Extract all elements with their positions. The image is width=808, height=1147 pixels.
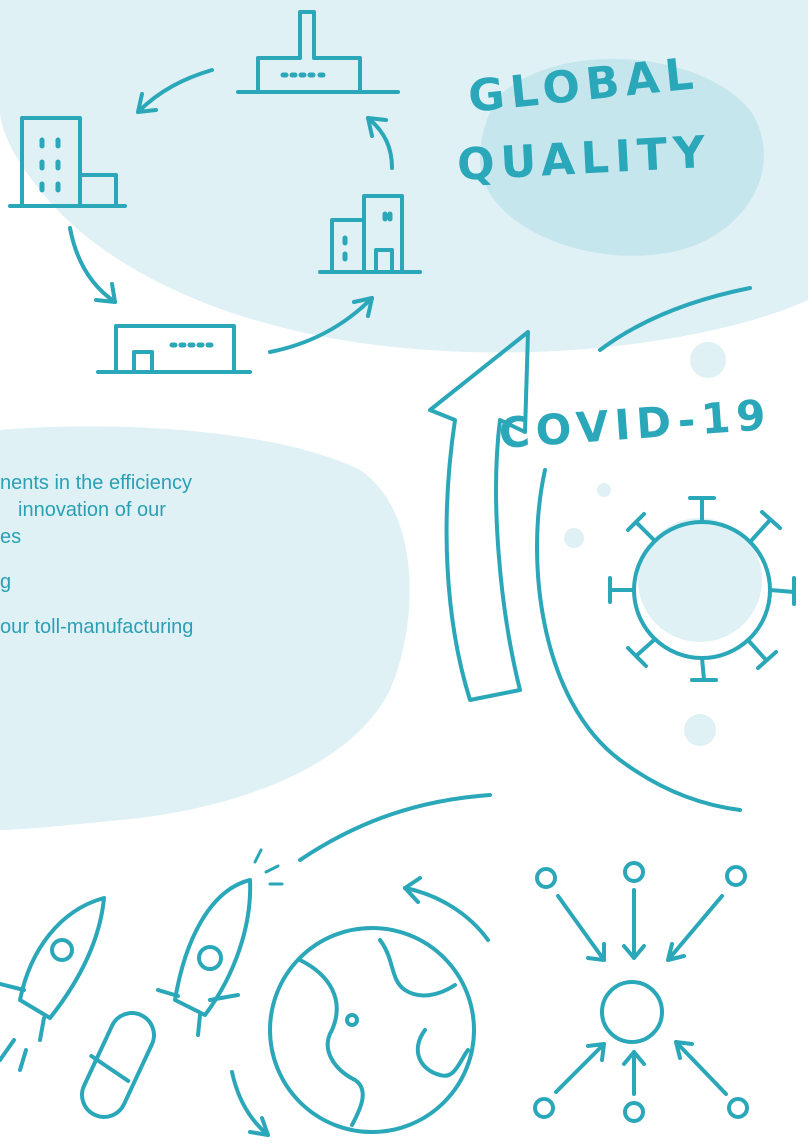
paragraph-1-line-1: nents in the efficiency: [0, 472, 192, 494]
dot-blob-2: [684, 714, 716, 746]
paragraph-1: nents in the efficiency innovation of ou…: [0, 470, 320, 551]
arc-bottom: [298, 793, 492, 862]
paragraph-1-line-2: innovation of our: [18, 499, 166, 521]
virus-icon: [608, 496, 796, 682]
paragraph-2: g: [0, 569, 320, 596]
arc-left: [535, 468, 742, 812]
office-building-icon: [8, 116, 127, 208]
quality-blob: [480, 58, 764, 256]
factory-top-icon: [236, 10, 400, 94]
virus-blob: [638, 518, 762, 642]
paragraph-1-line-3: es: [0, 526, 22, 548]
covid-label: COVID-19: [497, 390, 773, 458]
paragraph-3-line-1: our toll-manufacturing: [0, 616, 194, 638]
paragraph-3: our toll-manufacturing: [0, 614, 320, 641]
arc-top: [598, 286, 752, 352]
globe-arrow-bottom: [230, 1070, 270, 1137]
body-text: nents in the efficiency innovation of ou…: [0, 470, 320, 659]
capsule-icon: [80, 1011, 156, 1119]
globe-icon: [268, 926, 476, 1134]
text-blob: [0, 426, 410, 830]
dot-blob-1: [690, 342, 726, 378]
paragraph-2-line-1: g: [0, 571, 12, 593]
growth-arrow-icon: [428, 330, 530, 702]
cycle-arrows: [68, 68, 394, 354]
rocket-left-icon: [0, 896, 106, 1072]
globe-arrow-top: [403, 886, 490, 942]
warehouse-icon: [96, 324, 252, 374]
dot-blob-3: [564, 528, 584, 548]
small-building-icon: [318, 194, 422, 274]
network-icon: [533, 861, 749, 1123]
rocket-right-icon: [156, 848, 284, 1037]
dot-blob-4: [597, 483, 611, 497]
